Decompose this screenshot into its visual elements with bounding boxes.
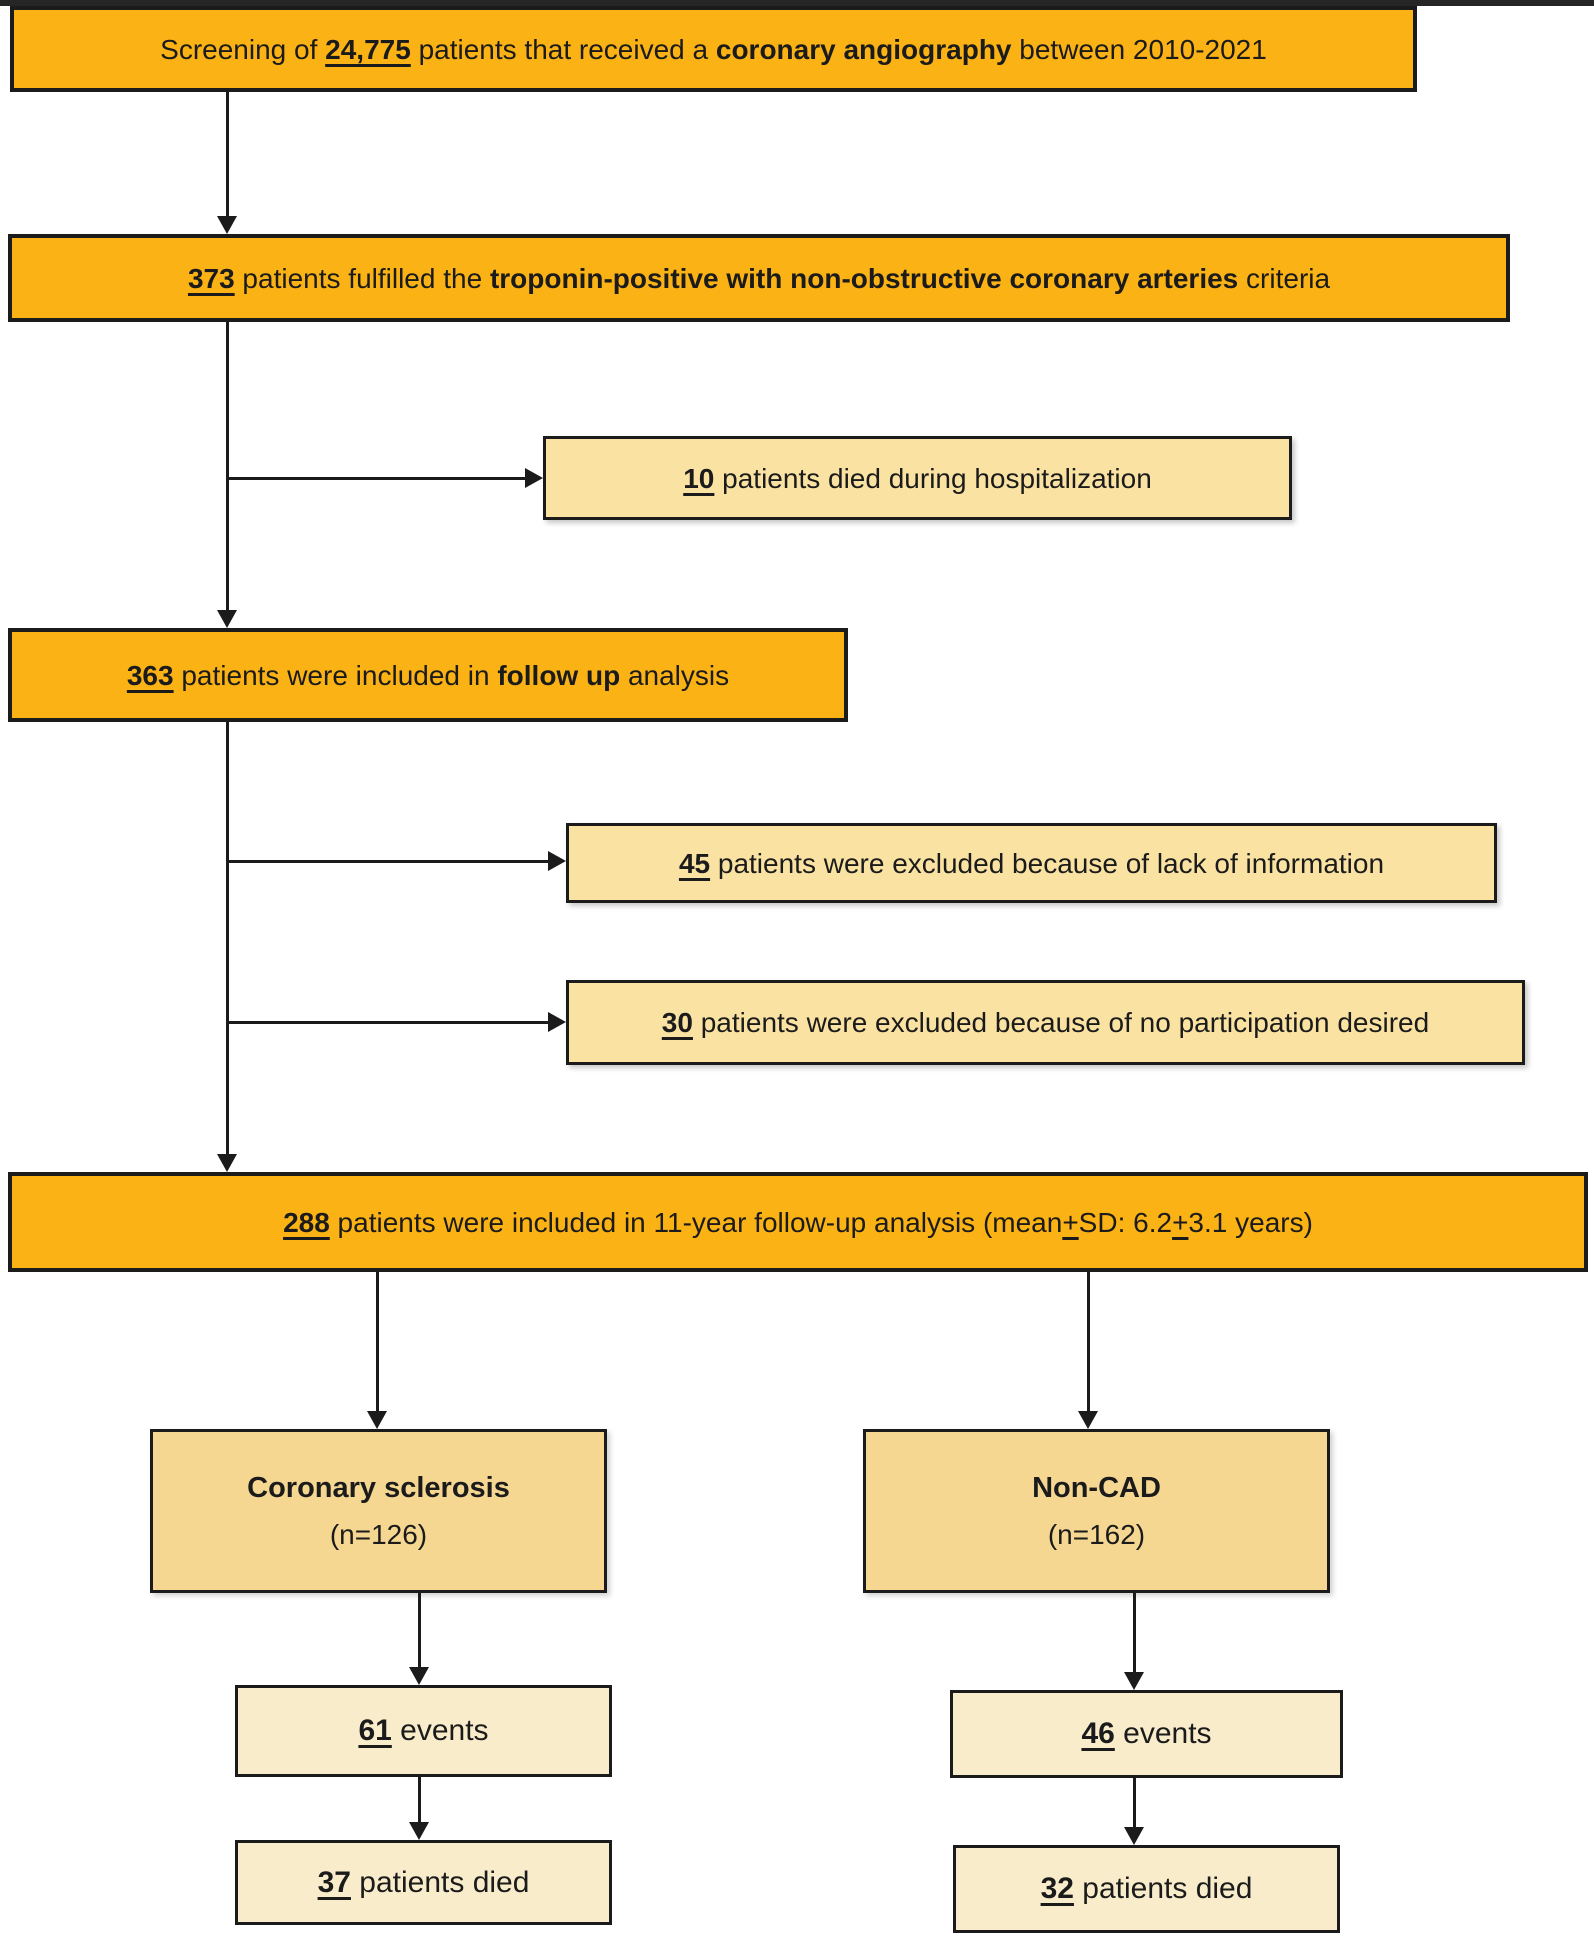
box-non-cad: Non-CAD (n=162) <box>863 1429 1330 1593</box>
box-excluded-information: 45 patients were excluded because of lac… <box>566 823 1497 903</box>
arrowhead-to-died-hospitalization <box>525 468 543 488</box>
box-excluded-participation-text: 30 patients were excluded because of no … <box>661 1007 1430 1038</box>
arrowhead-events-right-to-died <box>1124 1827 1144 1845</box>
box-coronary-sclerosis: Coronary sclerosis (n=126) <box>150 1429 607 1593</box>
arrowhead-events-left-to-died <box>409 1822 429 1840</box>
box-screening-text: Screening of 24,775 patients that receiv… <box>160 33 1267 65</box>
arrowhead-follow-up-to-eleven-year <box>217 1154 237 1172</box>
arrow-to-died-hospitalization <box>227 477 527 480</box>
arrow-events-left-to-died <box>418 1777 421 1824</box>
non-cad-title: Non-CAD <box>1032 1472 1161 1505</box>
arrow-to-non-cad <box>1087 1272 1090 1412</box>
box-patients-died-right: 32 patients died <box>953 1845 1340 1933</box>
box-died-hospitalization: 10 patients died during hospitalization <box>543 436 1292 520</box>
box-eleven-year-follow-up: 288 patients were included in 11-year fo… <box>8 1172 1588 1272</box>
arrow-to-excluded-participation <box>227 1021 550 1024</box>
arrowhead-to-coronary-sclerosis <box>367 1411 387 1429</box>
box-criteria: 373 patients fulfilled the troponin-posi… <box>8 234 1510 322</box>
arrow-screening-to-criteria <box>226 92 229 218</box>
arrowhead-to-excluded-information <box>548 851 566 871</box>
arrowhead-coronary-to-events <box>409 1667 429 1685</box>
box-patients-died-right-text: 32 patients died <box>1040 1872 1253 1906</box>
arrow-to-coronary-sclerosis <box>376 1272 379 1412</box>
box-excluded-participation: 30 patients were excluded because of no … <box>566 980 1525 1065</box>
box-screening: Screening of 24,775 patients that receiv… <box>10 6 1417 92</box>
top-border-strip <box>0 0 1594 6</box>
arrow-criteria-to-follow-up <box>226 322 229 612</box>
arrowhead-criteria-to-follow-up <box>217 610 237 628</box>
box-follow-up: 363 patients were included in follow up … <box>8 628 848 722</box>
arrow-noncad-to-events <box>1133 1593 1136 1674</box>
arrow-coronary-to-events <box>418 1593 421 1669</box>
box-patients-died-left: 37 patients died <box>235 1840 612 1925</box>
arrow-events-right-to-died <box>1133 1778 1136 1829</box>
box-follow-up-text: 363 patients were included in follow up … <box>126 659 730 691</box>
coronary-sclerosis-n: (n=126) <box>329 1518 428 1550</box>
coronary-sclerosis-title: Coronary sclerosis <box>247 1472 510 1505</box>
box-excluded-information-text: 45 patients were excluded because of lac… <box>678 847 1385 879</box>
arrow-to-excluded-information <box>227 860 550 863</box>
box-eleven-year-follow-up-text: 288 patients were included in 11-year fo… <box>283 1206 1313 1238</box>
box-patients-died-left-text: 37 patients died <box>317 1865 530 1899</box>
box-events-right-text: 46 events <box>1081 1717 1212 1751</box>
arrowhead-to-excluded-participation <box>548 1012 566 1032</box>
arrow-follow-up-to-eleven-year <box>226 722 229 1156</box>
non-cad-n: (n=162) <box>1047 1518 1146 1550</box>
box-died-hospitalization-text: 10 patients died during hospitalization <box>683 462 1152 494</box>
box-criteria-text: 373 patients fulfilled the troponin-posi… <box>187 262 1331 294</box>
box-events-left-text: 61 events <box>358 1714 489 1748</box>
arrowhead-screening-to-criteria <box>217 216 237 234</box>
box-events-left: 61 events <box>235 1685 612 1777</box>
arrowhead-noncad-to-events <box>1124 1672 1144 1690</box>
box-events-right: 46 events <box>950 1690 1343 1778</box>
arrowhead-to-non-cad <box>1078 1411 1098 1429</box>
